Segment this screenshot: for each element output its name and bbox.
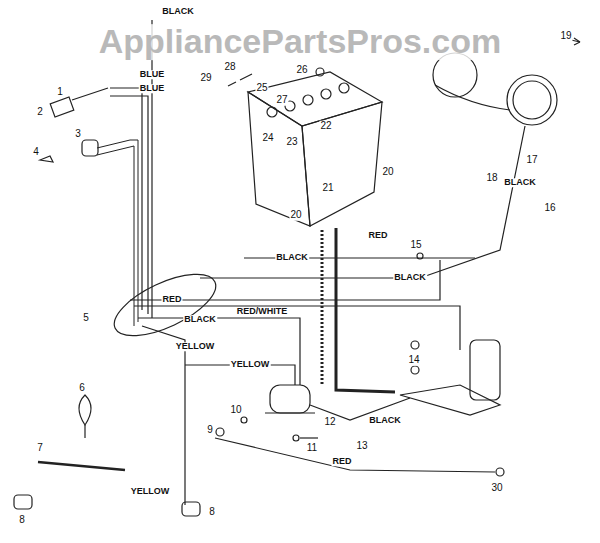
- callout-number: 5: [82, 313, 90, 324]
- callout-number: 28: [223, 62, 236, 73]
- callout-number: 18: [485, 173, 498, 184]
- headlight: [200, 38, 580, 278]
- callout-number: 15: [409, 240, 422, 251]
- wire-color-label: RED/WHITE: [236, 307, 289, 316]
- battery-cable: [321, 230, 324, 385]
- callout-number: 25: [255, 83, 268, 94]
- wire-color-label: RED: [161, 295, 182, 304]
- callout-number: 3: [74, 129, 82, 140]
- callout-number: 13: [355, 441, 368, 452]
- callout-number: 1: [56, 87, 64, 98]
- lamp-parts: [14, 395, 200, 516]
- callout-number: 9: [206, 425, 214, 436]
- callout-number: 30: [490, 483, 503, 494]
- callout-number: 8: [208, 507, 216, 518]
- callout-number: 14: [407, 355, 420, 366]
- wire-color-label: BLUE: [139, 70, 166, 79]
- callout-number: 2: [36, 107, 44, 118]
- callout-number: 29: [199, 73, 212, 84]
- wire-color-label: BLACK: [161, 7, 195, 16]
- callout-number: 26: [295, 65, 308, 76]
- clip: [411, 341, 419, 349]
- battery: [228, 68, 382, 226]
- wire-color-label: BLACK: [183, 315, 217, 324]
- callout-number: 8: [18, 515, 26, 526]
- wire-color-label: RED: [367, 231, 388, 240]
- callout-number: 19: [559, 31, 572, 42]
- callout-number: 17: [525, 155, 538, 166]
- wire-color-label: YELLOW: [175, 342, 216, 351]
- wire-color-label: BLACK: [393, 273, 427, 282]
- clip: [417, 253, 423, 259]
- callout-number: 27: [275, 95, 288, 106]
- callout-number: 20: [381, 167, 394, 178]
- wire-color-label: BLACK: [275, 253, 309, 262]
- callout-number: 11: [306, 443, 318, 454]
- callout-number: 10: [229, 405, 242, 416]
- starter: [215, 340, 504, 476]
- callout-number: 22: [319, 121, 332, 132]
- callout-number: 6: [78, 383, 86, 394]
- solenoid: [216, 385, 410, 441]
- callout-number: 20: [289, 210, 302, 221]
- callout-number: 21: [321, 183, 334, 194]
- battery-cable: [336, 228, 395, 392]
- callout-number: 16: [543, 203, 556, 214]
- watermark: AppliancePartsPros.com: [98, 24, 502, 60]
- callout-number: 12: [323, 417, 336, 428]
- callout-number: 24: [261, 133, 274, 144]
- callout-number: 4: [32, 147, 40, 158]
- wire-color-label: BLACK: [368, 416, 402, 425]
- callout-number: 7: [36, 443, 44, 454]
- wire-color-label: BLACK: [503, 178, 537, 187]
- wire-color-label: YELLOW: [230, 360, 271, 369]
- switch: [40, 88, 108, 162]
- callout-number: 23: [285, 137, 298, 148]
- wire-harness: [97, 20, 460, 505]
- wire-color-label: BLUE: [139, 84, 166, 93]
- wire-color-label: RED: [331, 457, 352, 466]
- wire-color-label: YELLOW: [130, 487, 171, 496]
